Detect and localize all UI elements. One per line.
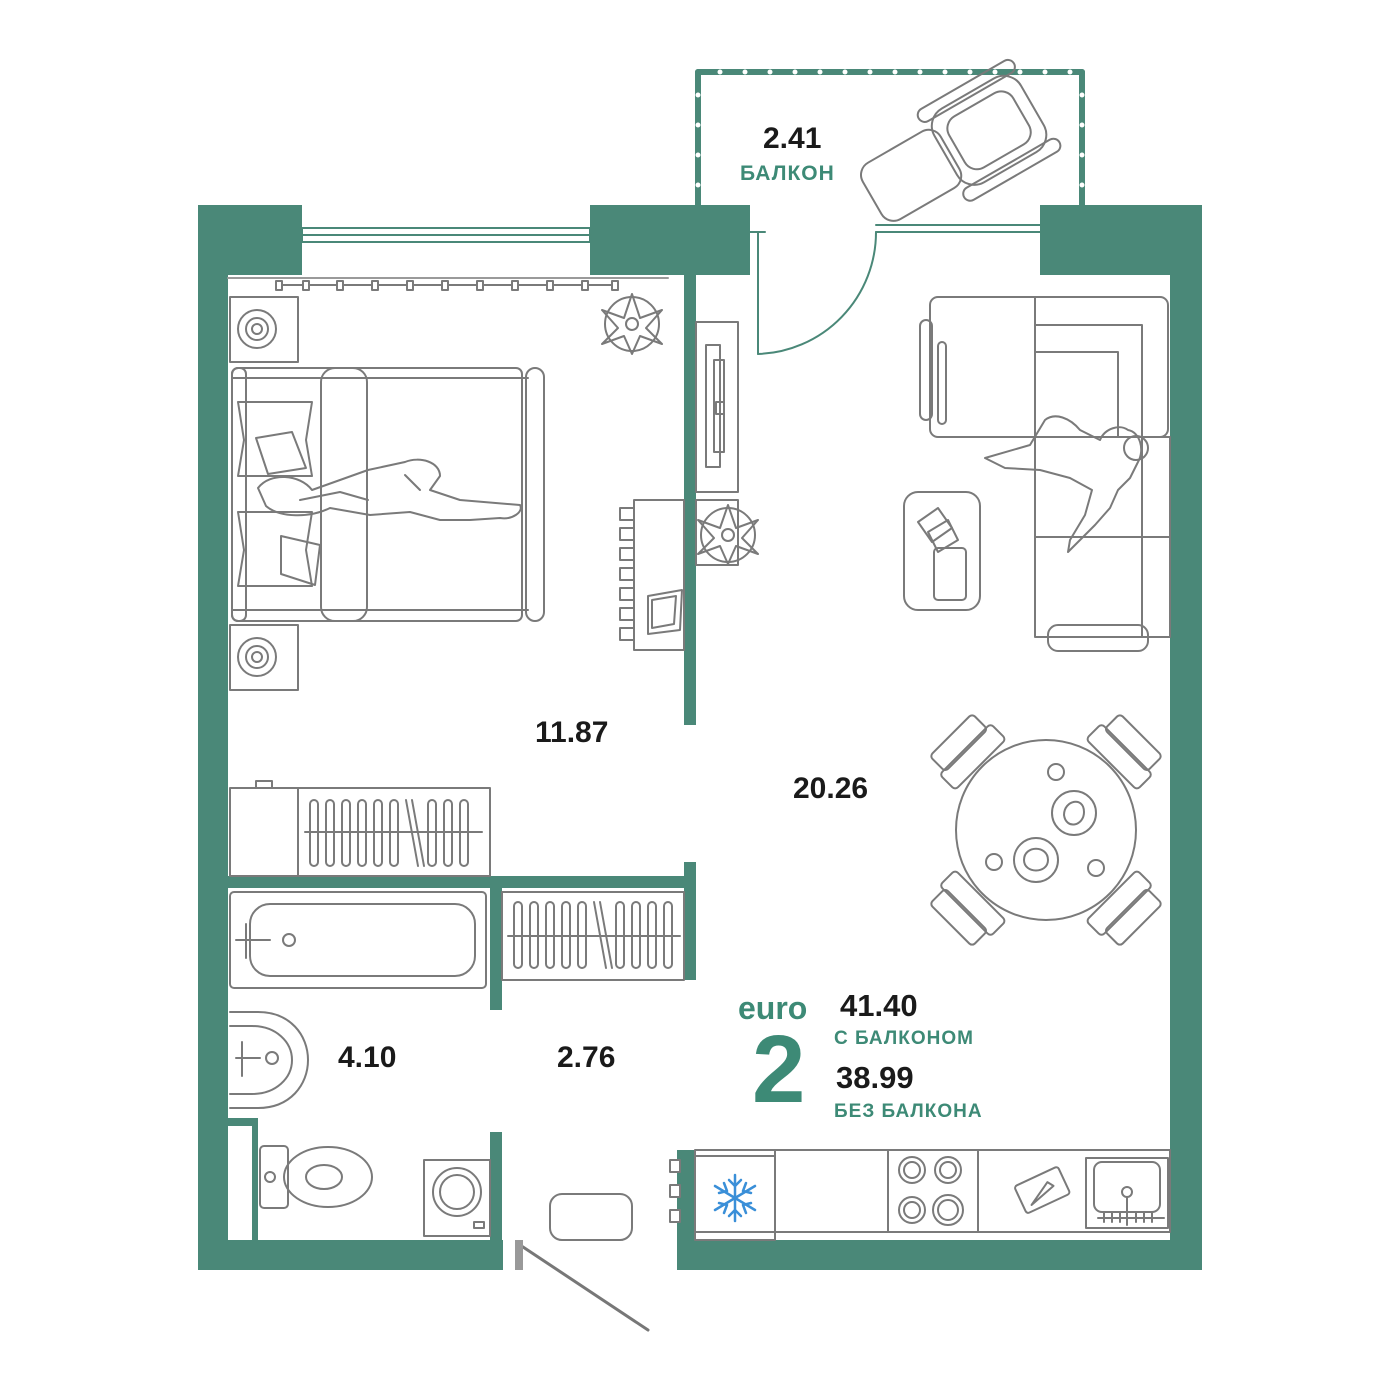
nightstand-bottom xyxy=(229,624,299,691)
lounge-chair-icon xyxy=(860,58,1062,222)
bathroom-area: 4.10 xyxy=(338,1041,397,1074)
nightstand-top xyxy=(229,296,299,363)
sofa-icon xyxy=(919,296,1171,652)
plant-icon xyxy=(601,293,663,355)
total-with-balcony: 41.40 xyxy=(840,988,918,1023)
tv-icon xyxy=(695,321,739,493)
rooms-count: 2 xyxy=(752,1016,806,1123)
walls xyxy=(198,205,1202,1270)
window-bedroom xyxy=(301,227,591,243)
toilet-icon xyxy=(259,1145,373,1209)
hall-area: 2.76 xyxy=(557,1041,616,1074)
snowflake-icon xyxy=(713,1173,757,1223)
tv-stand xyxy=(695,499,739,566)
bathtub-icon xyxy=(229,891,487,989)
desk-icon xyxy=(619,499,685,651)
ottoman xyxy=(549,1193,633,1241)
wardrobe-hall xyxy=(501,891,685,981)
balcony-door xyxy=(749,224,1041,355)
bedroom-area: 11.87 xyxy=(535,716,609,749)
total-without-balcony: 38.99 xyxy=(836,1060,914,1095)
bed-icon xyxy=(231,367,545,622)
balcony-label: БАЛКОН xyxy=(740,162,835,185)
living-area: 20.26 xyxy=(793,772,869,805)
apartment-type: euro xyxy=(738,990,808,1026)
washing-machine-icon xyxy=(423,1159,491,1237)
wardrobe-bedroom xyxy=(229,780,491,877)
dining-table-icon xyxy=(930,714,1162,946)
plant-icon xyxy=(697,504,759,565)
entrance-door xyxy=(518,1243,650,1332)
kitchen-counter xyxy=(669,1149,1171,1241)
coffee-table xyxy=(903,491,981,611)
sink-icon xyxy=(229,1011,309,1109)
with-balcony-label: С БАЛКОНОМ xyxy=(834,1028,974,1049)
curtain xyxy=(275,280,619,291)
without-balcony-label: БЕЗ БАЛКОНА xyxy=(834,1101,983,1122)
balcony xyxy=(695,58,1085,222)
balcony-area: 2.41 xyxy=(763,122,822,155)
